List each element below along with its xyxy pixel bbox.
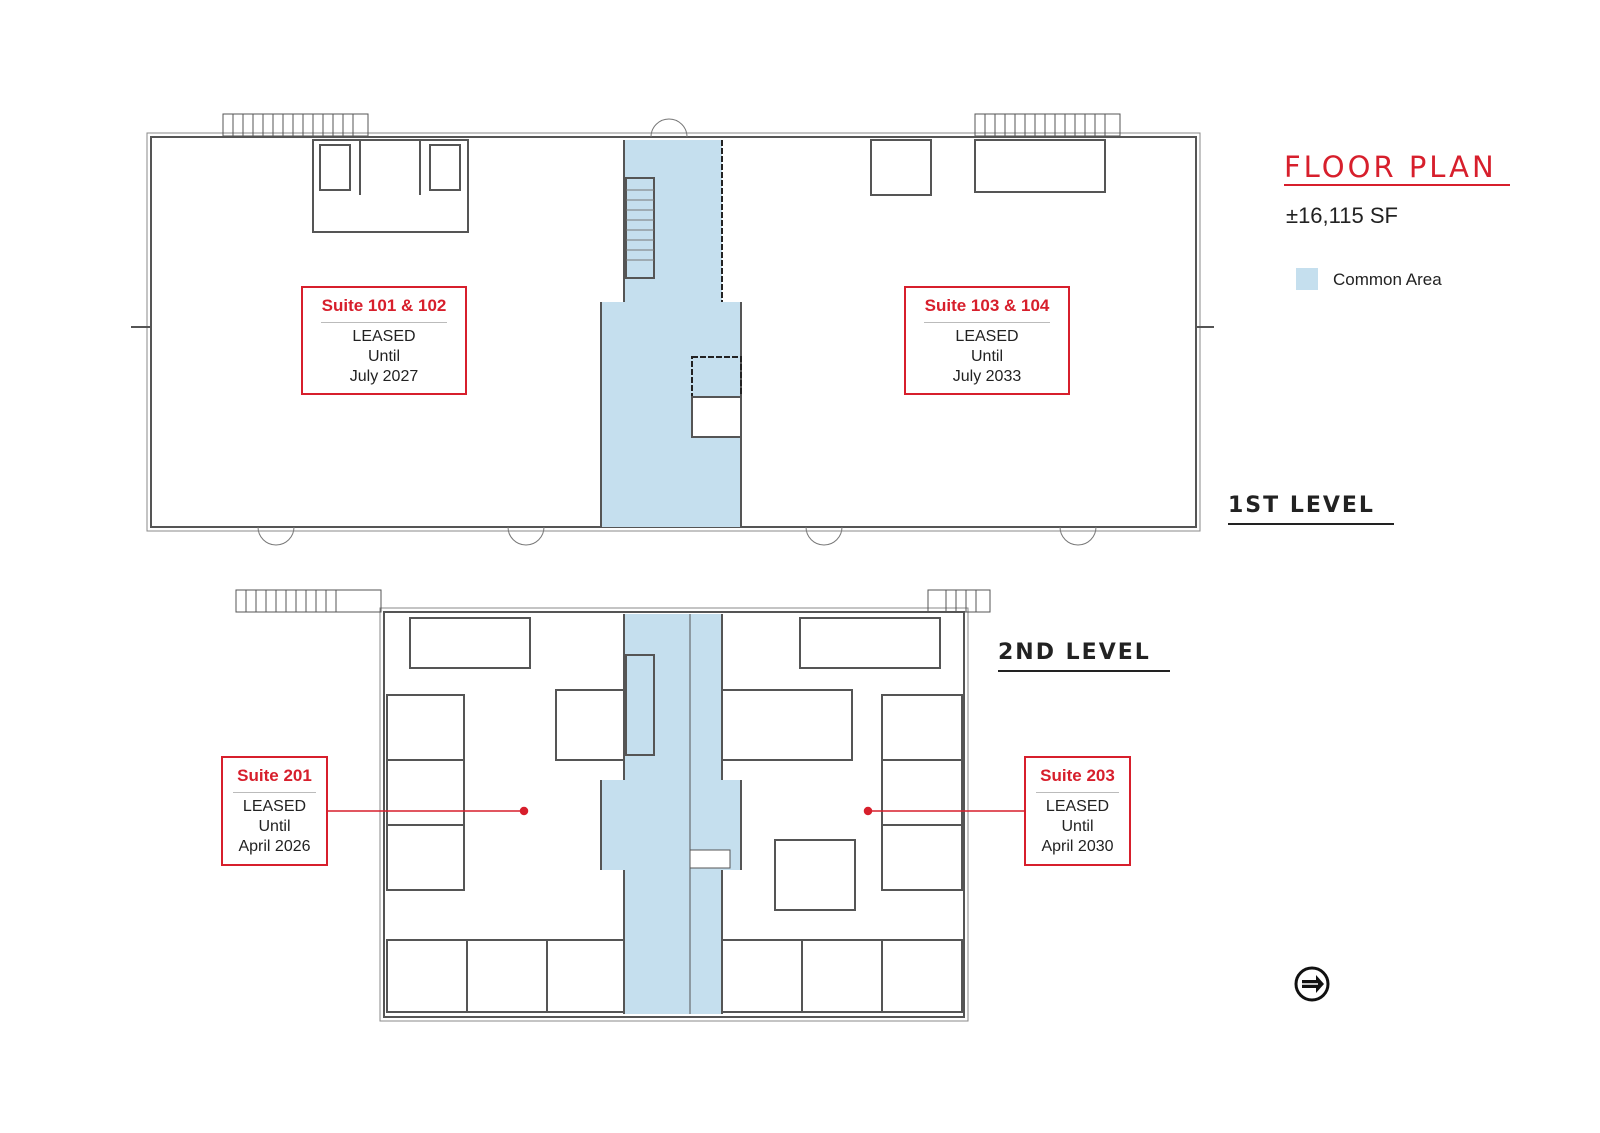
first-level-label: 1ST LEVEL xyxy=(1228,493,1375,518)
title-underline xyxy=(1284,184,1510,186)
suite-name: Suite 101 & 102 xyxy=(321,296,447,315)
legend-common-area-swatch xyxy=(1296,268,1318,290)
suite-201-card[interactable]: Suite 201 LEASED Until April 2026 xyxy=(221,756,328,866)
suite-until: Until xyxy=(1061,818,1094,835)
first-level-underline xyxy=(1228,523,1394,525)
first-level-ext-stair-left xyxy=(222,113,369,137)
suite-201-rooms xyxy=(386,617,625,1013)
legend-common-area-label: Common Area xyxy=(1333,270,1442,289)
first-level-stair xyxy=(625,177,655,279)
suite-date: July 2027 xyxy=(349,368,419,385)
suite-name: Suite 201 xyxy=(237,766,312,785)
suite-203-card[interactable]: Suite 203 LEASED Until April 2030 xyxy=(1024,756,1131,866)
second-level-outline xyxy=(383,611,965,1018)
page-title: FLOOR PLAN xyxy=(1284,150,1497,184)
divider xyxy=(233,792,316,793)
second-level-underline xyxy=(998,670,1170,672)
suite-until: Until xyxy=(970,348,1003,365)
suite-date: April 2026 xyxy=(238,838,311,855)
suite-name: Suite 203 xyxy=(1040,766,1115,785)
divider xyxy=(924,322,1050,323)
suite-status: LEASED xyxy=(955,328,1019,345)
first-level-ext-stair-right xyxy=(974,113,1121,137)
first-level-restrooms-left xyxy=(312,139,469,233)
suite-101-102-card[interactable]: Suite 101 & 102 LEASED Until July 2027 xyxy=(301,286,467,395)
suite-date: April 2030 xyxy=(1041,838,1114,855)
suite-name: Suite 103 & 104 xyxy=(924,296,1050,315)
suite-103-104-card[interactable]: Suite 103 & 104 LEASED Until July 2033 xyxy=(904,286,1070,395)
divider xyxy=(1036,792,1119,793)
north-arrow-icon xyxy=(1294,966,1330,1002)
suite-203-rooms xyxy=(721,617,963,1013)
suite-date: July 2033 xyxy=(952,368,1022,385)
suite-until: Until xyxy=(258,818,291,835)
divider xyxy=(321,322,447,323)
first-level-restrooms-right xyxy=(870,139,932,196)
suite-until: Until xyxy=(367,348,400,365)
suite-status: LEASED xyxy=(1045,798,1110,815)
second-level-label: 2ND LEVEL xyxy=(998,640,1151,665)
suite-status: LEASED xyxy=(242,798,307,815)
suite-status: LEASED xyxy=(352,328,416,345)
total-area: ±16,115 SF xyxy=(1286,203,1398,228)
